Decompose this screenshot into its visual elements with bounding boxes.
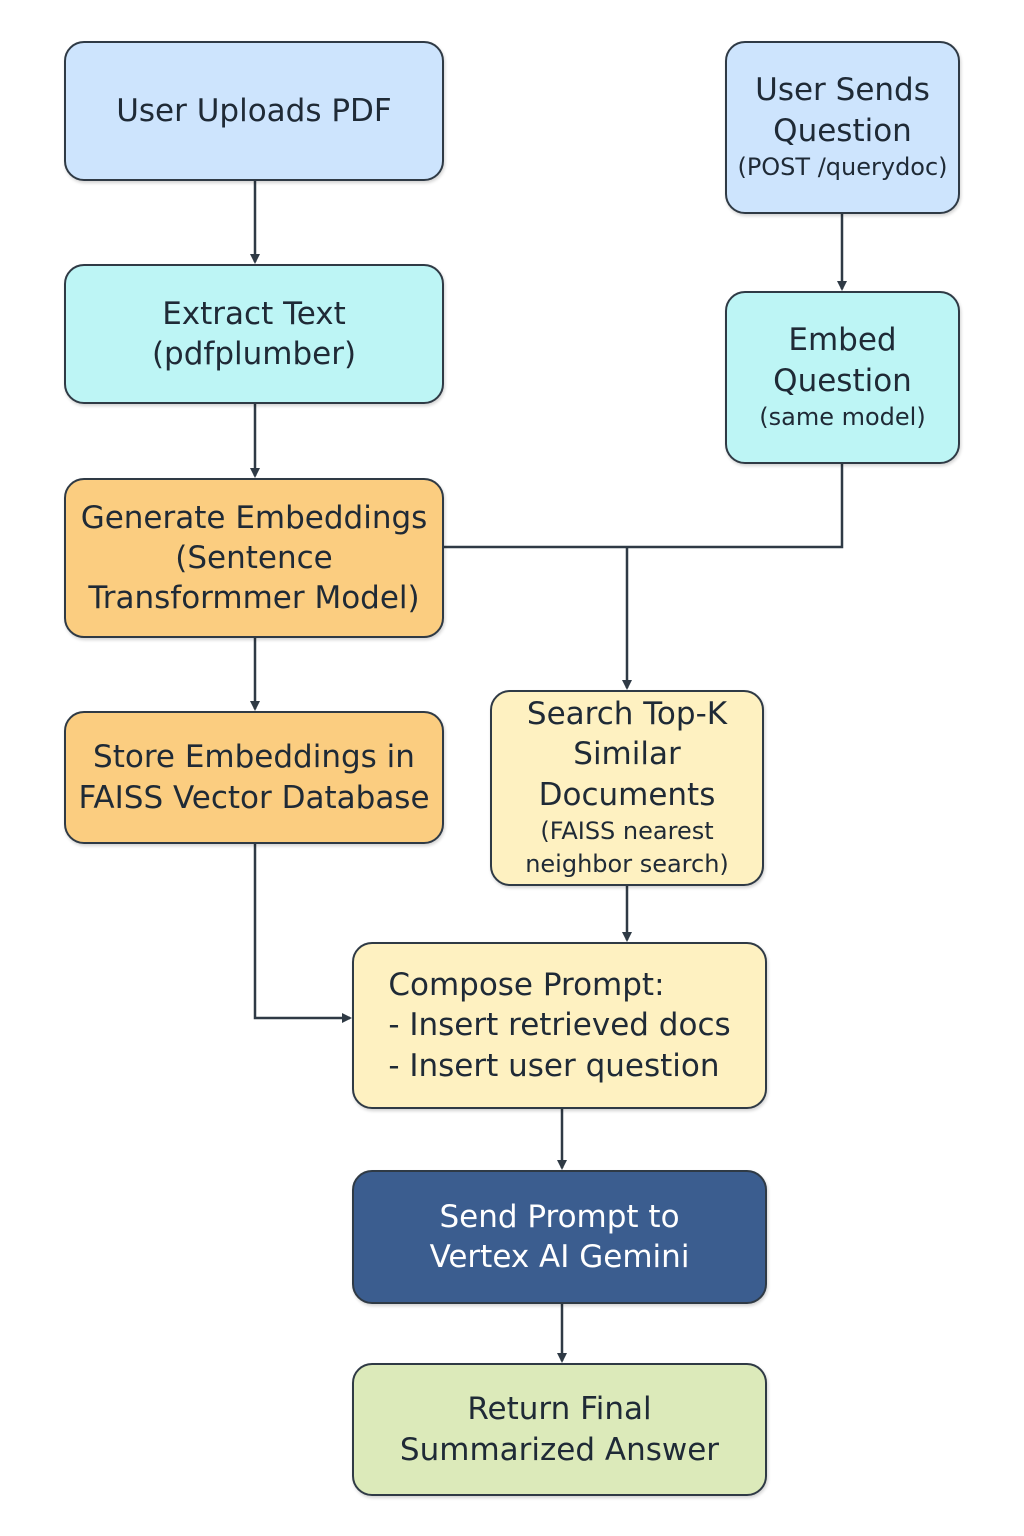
node-generate-embeddings: Generate Embeddings (Sentence Transformm… (64, 478, 444, 638)
node-compose-prompt: Compose Prompt: - Insert retrieved docs … (352, 942, 767, 1109)
line-embed-to-junction (444, 464, 844, 549)
node-sublabel: (POST /querydoc) (737, 153, 948, 181)
node-send-prompt: Send Prompt to Vertex AI Gemini (352, 1170, 767, 1304)
arrow-store-to-compose (253, 844, 352, 1023)
node-label: Embed Question (773, 322, 912, 399)
node-label: Store Embeddings in FAISS Vector Databas… (78, 739, 430, 816)
node-sublabel: (FAISS nearest neighbor search) (525, 816, 729, 879)
node-sublabel: (same model) (759, 403, 926, 431)
node-search-top-k: Search Top-K Similar Documents (FAISS ne… (490, 690, 764, 886)
node-label: Return Final Summarized Answer (399, 1391, 720, 1468)
node-label: Generate Embeddings (Sentence Transformm… (80, 499, 428, 617)
node-label: Search Top-K Similar Documents (526, 695, 728, 813)
node-label: User Sends Question (755, 72, 930, 149)
node-label: User Uploads PDF (116, 92, 392, 129)
node-embed-question: Embed Question (same model) (725, 291, 960, 464)
node-label: Send Prompt to Vertex AI Gemini (429, 1198, 690, 1275)
node-store-embeddings: Store Embeddings in FAISS Vector Databas… (64, 711, 444, 844)
node-label: Extract Text (pdfplumber) (151, 295, 357, 372)
node-extract-text: Extract Text (pdfplumber) (64, 264, 444, 404)
node-user-uploads-pdf: User Uploads PDF (64, 41, 444, 181)
node-label: Compose Prompt: - Insert retrieved docs … (388, 967, 731, 1084)
node-user-sends-question: User Sends Question (POST /querydoc) (725, 41, 960, 214)
node-return-answer: Return Final Summarized Answer (352, 1363, 767, 1496)
